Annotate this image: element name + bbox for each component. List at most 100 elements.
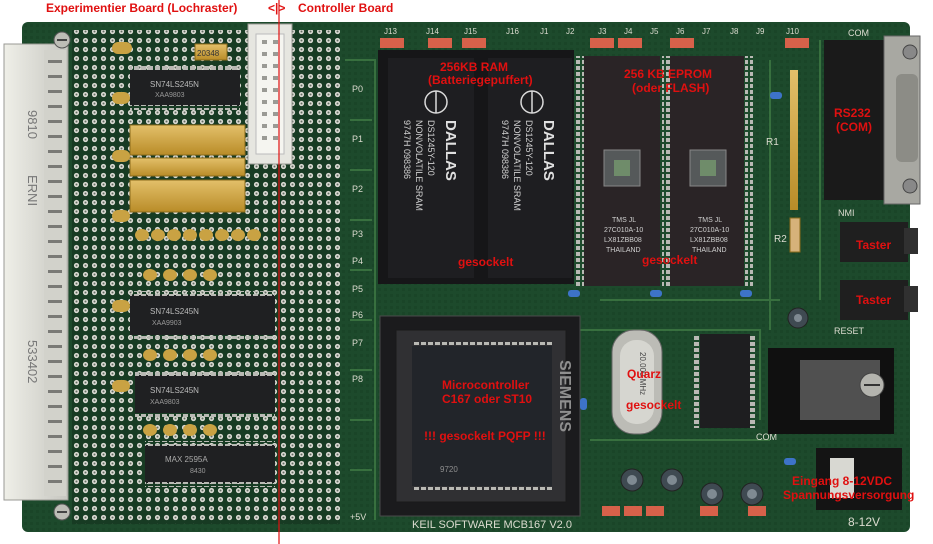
jumper-label: J16 xyxy=(506,27,519,36)
eprom-title-label: 256 KB EPROM xyxy=(624,67,713,81)
logic-chips: SN74LS245N XAA9803 SN74LS245N XAA9903 SN… xyxy=(130,66,275,487)
mcu-socket-label: !!! gesockelt PQFP !!! xyxy=(424,429,546,443)
capacitors xyxy=(620,307,809,506)
port-label: P5 xyxy=(352,284,363,294)
ram-chips: DALLAS DS1245Y-120 NONVOLATILE SRAM 9747… xyxy=(378,50,574,284)
header-right-label: Controller Board xyxy=(298,1,394,15)
chip-logic3: SN74LS245N xyxy=(150,386,199,395)
chip-logic4: MAX 2595A xyxy=(165,455,208,464)
chip-logic2-code: XAA9903 xyxy=(152,320,182,327)
resnet-code: 20348 xyxy=(197,49,220,58)
jumper-label: J9 xyxy=(756,27,765,36)
mcu-brand: SIEMENS xyxy=(556,360,573,432)
ram2-type: NONVOLATILE SRAM xyxy=(512,120,522,211)
mounting-screw-icon xyxy=(53,31,71,521)
port-label: P8 xyxy=(352,374,363,384)
resistors: R1 R2 xyxy=(766,70,801,253)
mcu-code: 9720 xyxy=(440,465,458,474)
eprom-chips: TMS JL 27C010A-10 LX81ZBB08 THAILAND TMS… xyxy=(576,56,753,286)
eprom1-line4: THAILAND xyxy=(606,247,641,254)
chip-logic1: SN74LS245N xyxy=(150,80,199,89)
port-label: P1 xyxy=(352,134,363,144)
power-title-label: Eingang 8-12VDC xyxy=(792,474,893,488)
chip-logic2: SN74LS245N xyxy=(150,307,199,316)
ram2-part: DS1245Y-120 xyxy=(524,120,534,176)
jumper-label: J10 xyxy=(786,27,799,36)
port-label: P0 xyxy=(352,84,363,94)
plus5v-label: +5V xyxy=(350,512,366,522)
ram2-brand: DALLAS xyxy=(540,120,557,181)
smd-caps xyxy=(568,92,796,465)
reset-label: RESET xyxy=(834,326,865,336)
port-label: P3 xyxy=(352,229,363,239)
pcb-traces xyxy=(345,40,821,520)
ram-sub-label: (Batteriegepuffert) xyxy=(428,73,533,87)
ram-title-label: 256KB RAM xyxy=(440,60,509,74)
push-buttons: NMI RESET xyxy=(834,208,918,336)
crystal: 20.000 MHz xyxy=(611,329,663,435)
rs232-connector: COM xyxy=(824,28,921,205)
ram-socket-label: gesockelt xyxy=(458,255,514,269)
chip-logic3-code: XAA9803 xyxy=(150,399,180,406)
chip-logic1-code: XAA9803 xyxy=(155,92,185,99)
jumper-label: J1 xyxy=(540,27,549,36)
jumper-label: J4 xyxy=(624,27,633,36)
resistor-networks: 20348 xyxy=(112,42,261,436)
ram1-type: NONVOLATILE SRAM xyxy=(414,120,424,211)
taster-label-nmi: Taster xyxy=(856,238,892,252)
eprom2-line2: 27C010A-10 xyxy=(690,227,729,234)
eprom-socket-label: gesockelt xyxy=(642,253,698,267)
eprom2-line3: LX81ZBB08 xyxy=(690,237,728,244)
eprom1-line1: TMS JL xyxy=(612,217,636,224)
mcu-title-label: Microcontroller xyxy=(442,378,530,392)
quarz-socket-label: gesockelt xyxy=(626,398,682,412)
r1-label: R1 xyxy=(766,137,779,148)
mcu-sub-label: C167 oder ST10 xyxy=(442,392,533,406)
quarz-label: Quarz xyxy=(627,367,662,381)
ram1-code: 9747H 098386 xyxy=(402,120,412,179)
rs232-label: RS232 xyxy=(834,106,871,120)
header-separator-label: <|> xyxy=(268,1,286,15)
jumper-label: J6 xyxy=(676,27,685,36)
edge-brand: ERNI xyxy=(25,175,40,206)
chip-logic4-code: 8430 xyxy=(190,468,206,475)
jumper-label: J2 xyxy=(566,27,575,36)
ram1-part: DS1245Y-120 xyxy=(426,120,436,176)
jumper-label: J3 xyxy=(598,27,607,36)
jumper-label: J13 xyxy=(384,27,397,36)
power-sub-label: Spannungsversorgung xyxy=(783,488,915,502)
header-left-label: Experimentier Board (Lochraster) xyxy=(46,1,238,15)
jumper-blocks-bottom xyxy=(602,506,766,516)
jumper-row: J13 J14 J15 J16 J1 J2 J3 J4 J5 J6 J7 J8 … xyxy=(380,27,809,48)
eprom2-line1: TMS JL xyxy=(698,217,722,224)
voltage-regulator xyxy=(768,348,894,434)
com-label: COM xyxy=(848,28,869,38)
jumper-label: J8 xyxy=(730,27,739,36)
jumper-label: J7 xyxy=(702,27,711,36)
power-jack: 8-12V xyxy=(816,448,902,529)
eprom2-line4: THAILAND xyxy=(692,247,727,254)
jumper-label: J15 xyxy=(464,27,477,36)
com-label-lower: COM xyxy=(756,432,777,442)
jumper-label: J14 xyxy=(426,27,439,36)
voltage-label: 8-12V xyxy=(848,515,880,529)
taster-label-reset: Taster xyxy=(856,293,892,307)
edge-number: 533402 xyxy=(25,340,40,383)
nmi-label: NMI xyxy=(838,208,855,218)
port-label: P2 xyxy=(352,184,363,194)
board-brand: KEIL SOFTWARE MCB167 V2.0 xyxy=(412,519,572,531)
eprom-sub-label: (oder FLASH) xyxy=(632,81,710,95)
port-label: P4 xyxy=(352,256,363,266)
edge-code: 9810 xyxy=(25,110,40,139)
port-labels: P0 P1 P2 P3 P4 P5 P6 P7 P8 +5V xyxy=(350,84,366,522)
ram1-brand: DALLAS xyxy=(442,120,459,181)
header-connector xyxy=(247,23,293,165)
ram2-code: 9747H 098386 xyxy=(500,120,510,179)
jumper-label: J5 xyxy=(650,27,659,36)
port-label: P7 xyxy=(352,338,363,348)
port-label: P6 xyxy=(352,310,363,320)
eprom1-line3: LX81ZBB08 xyxy=(604,237,642,244)
rs232-sub-label: (COM) xyxy=(836,120,872,134)
eprom1-line2: 27C010A-10 xyxy=(604,227,643,234)
